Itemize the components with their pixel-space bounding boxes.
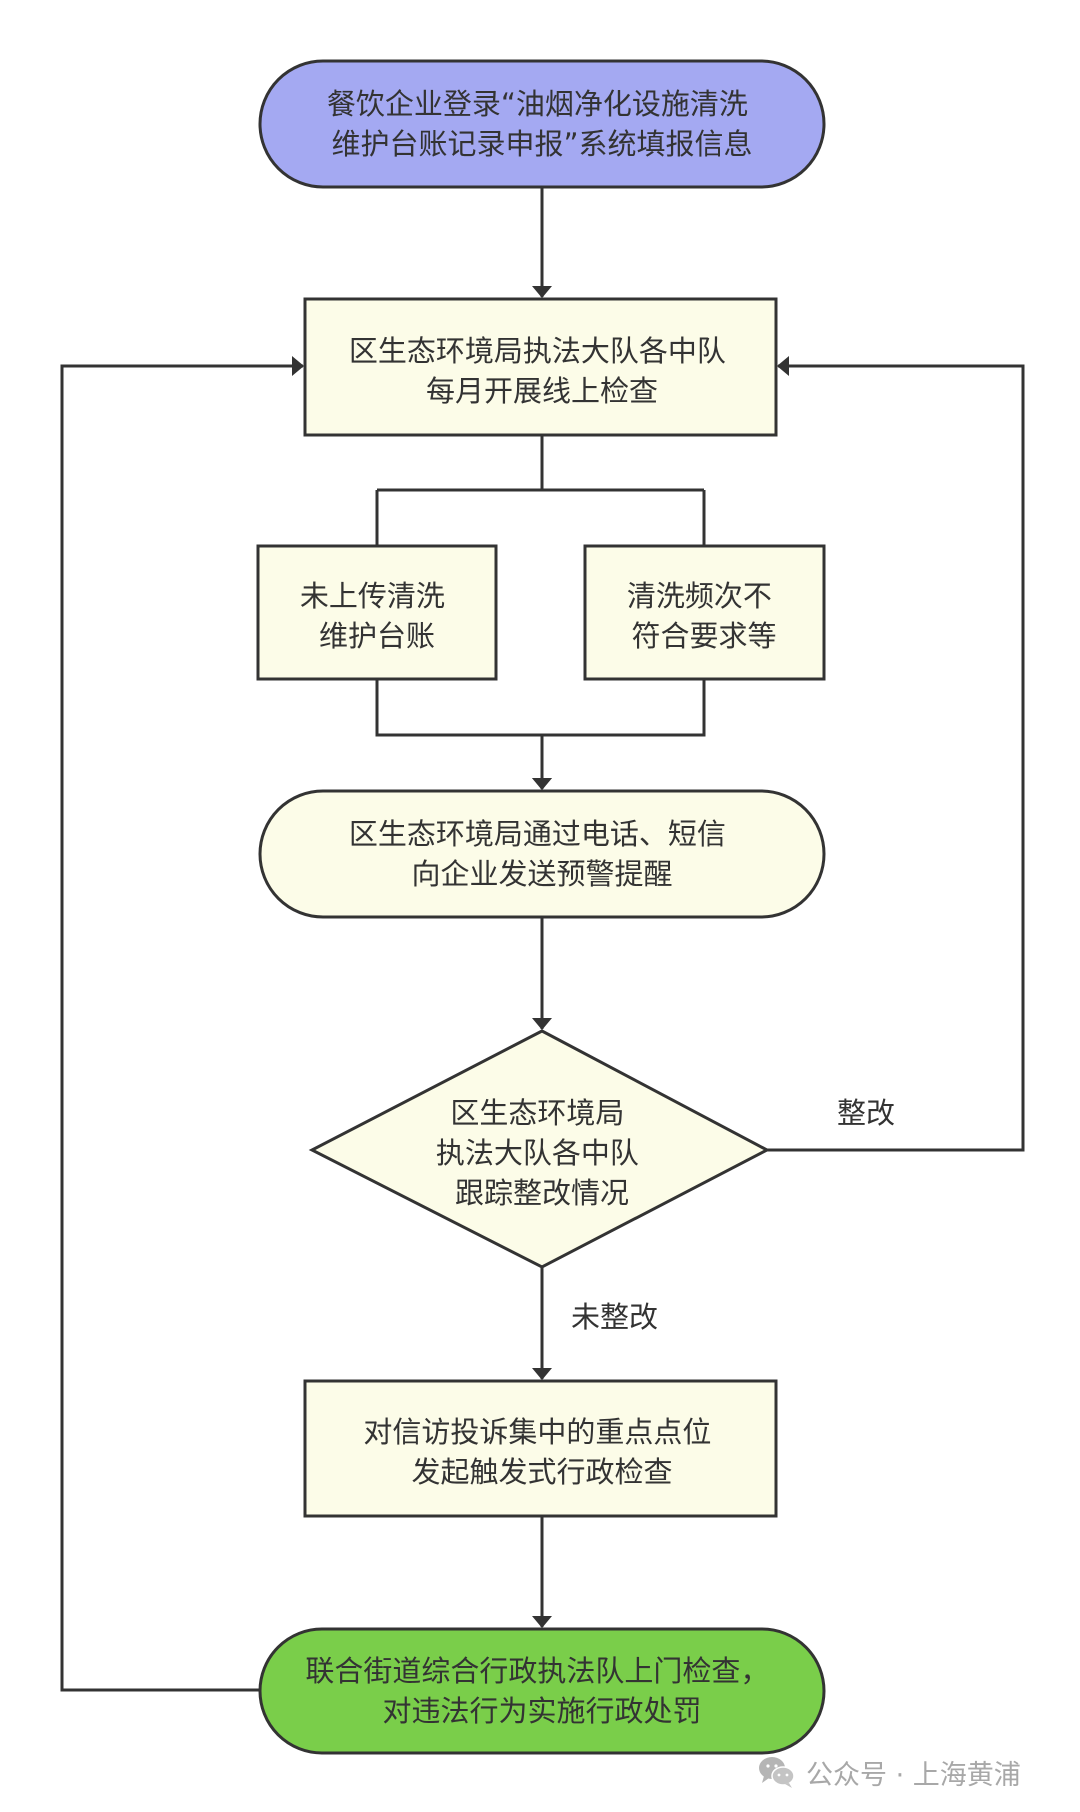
edge-enforcement-loop: [60, 356, 304, 1692]
joint-enforcement-terminator-shape: [258, 1627, 826, 1755]
svg-text:区生态环境局通过电话、短信 向企业发送预警提醒: 区生态环境局通过电话、短信 向企业发送预警提醒: [349, 817, 735, 891]
edges: [60, 187, 1025, 1692]
triggered-inspection-process-shape: [303, 1379, 778, 1518]
not-uploaded-line-1: 未上传清洗: [300, 579, 445, 613]
frequency-issue-process-shape: [583, 544, 826, 681]
warning-line-2: 向企业发送预警提醒: [411, 857, 672, 891]
not-uploaded-process-shape: [256, 544, 498, 681]
frequency-issue-line-2: 符合要求等: [631, 619, 776, 653]
node-track-decision: 区生态环境局 执法大队各中队 跟踪整改情况: [308, 1029, 771, 1269]
svg-text:未上传清洗 维护台账: 未上传清洗 维护台账: [300, 579, 454, 653]
edge-rectified-loop: [767, 356, 1025, 1152]
triggered-inspection-line-1: 对信访投诉集中的重点点位: [363, 1415, 711, 1449]
track-decision-line-1: 区生态环境局: [450, 1096, 624, 1130]
watermark: 公众号 · 上海黄浦: [758, 1752, 1021, 1792]
track-decision-line-3: 跟踪整改情况: [455, 1176, 629, 1210]
track-decision-diamond-shape: [308, 1029, 771, 1269]
joint-enforcement-line-2: 对违法行为实施行政处罚: [382, 1694, 701, 1728]
edge-label-not-rectified: 未整改: [571, 1300, 658, 1334]
node-triggered-inspection: 对信访投诉集中的重点点位 发起触发式行政检查: [303, 1379, 778, 1518]
wechat-icon: [759, 1757, 795, 1788]
warning-line-1: 区生态环境局通过电话、短信: [349, 817, 726, 851]
edge-label-rectified: 整改: [837, 1096, 895, 1130]
svg-text:区生态环境局执法大队各中队 每月开展线上检查: 区生态环境局执法大队各中队 每月开展线上检查: [349, 334, 735, 408]
svg-text:区生态环境局 执法大队各中队 跟踪整: 区生态环境局 执法大队各中队 跟踪整改情况: [436, 1096, 648, 1210]
svg-text:清洗频次不 符合要求等: 清洗频次不 符合要求等: [627, 579, 781, 653]
node-joint-enforcement: 联合街道综合行政执法队上门检查， 对违法行为实施行政处罚: [258, 1627, 826, 1755]
node-monthly-check: 区生态环境局执法大队各中队 每月开展线上检查: [303, 297, 778, 437]
edge-check-branch: [375, 435, 706, 546]
watermark-text: 公众号 · 上海黄浦: [806, 1759, 1021, 1791]
node-warning: 区生态环境局通过电话、短信 向企业发送预警提醒: [258, 789, 826, 919]
monthly-check-process-shape: [303, 297, 778, 437]
svg-text:联合街道综合行政执法队上门检查， 对违法行为实施: 联合街道综合行政执法队上门检查， 对违法行为实施行政处罚: [305, 1654, 778, 1728]
start-line-2: 维护台账记录申报”系统填报信息: [331, 127, 752, 161]
node-start: 餐饮企业登录“油烟净化设施清洗 维护台账记录申报”系统填报信息: [258, 59, 826, 189]
track-decision-line-2: 执法大队各中队: [436, 1136, 639, 1170]
not-uploaded-line-2: 维护台账: [319, 619, 435, 653]
frequency-issue-line-1: 清洗频次不: [627, 579, 772, 613]
triggered-inspection-line-2: 发起触发式行政检查: [411, 1455, 672, 1489]
node-not-uploaded: 未上传清洗 维护台账: [256, 544, 498, 681]
warning-terminator-shape: [258, 789, 826, 919]
svg-text:对信访投诉集中的重点点位 发起触发式行政检查: 对信访投诉集中的重点点位 发起触发式行政检查: [363, 1415, 720, 1489]
joint-enforcement-line-1: 联合街道综合行政执法队上门检查，: [305, 1654, 769, 1688]
monthly-check-line-1: 区生态环境局执法大队各中队: [349, 334, 726, 368]
start-terminator-shape: [258, 59, 826, 189]
monthly-check-line-2: 每月开展线上检查: [426, 374, 658, 408]
start-line-1: 餐饮企业登录“油烟净化设施清洗: [327, 87, 748, 121]
svg-text:餐饮企业登录“油烟净化设施清洗 维护台账记录申报: 餐饮企业登录“油烟净化设施清洗 维护台账记录申报”系统填报信息: [327, 87, 757, 161]
node-frequency-issue: 清洗频次不 符合要求等: [583, 544, 826, 681]
